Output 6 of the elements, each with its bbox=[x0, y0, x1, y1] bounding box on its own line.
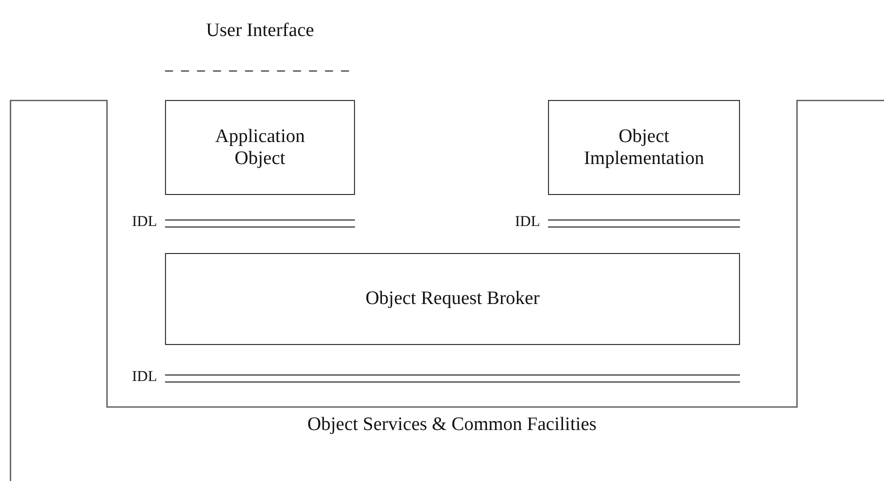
interface-label: IDL bbox=[132, 214, 157, 231]
layer-heading: User Interface bbox=[206, 20, 314, 42]
interface-label: IDL bbox=[132, 369, 157, 386]
layer-region bbox=[10, 100, 884, 481]
interface-label: IDL bbox=[515, 214, 540, 231]
layer-title: Object Services & Common Facilities bbox=[307, 414, 597, 436]
